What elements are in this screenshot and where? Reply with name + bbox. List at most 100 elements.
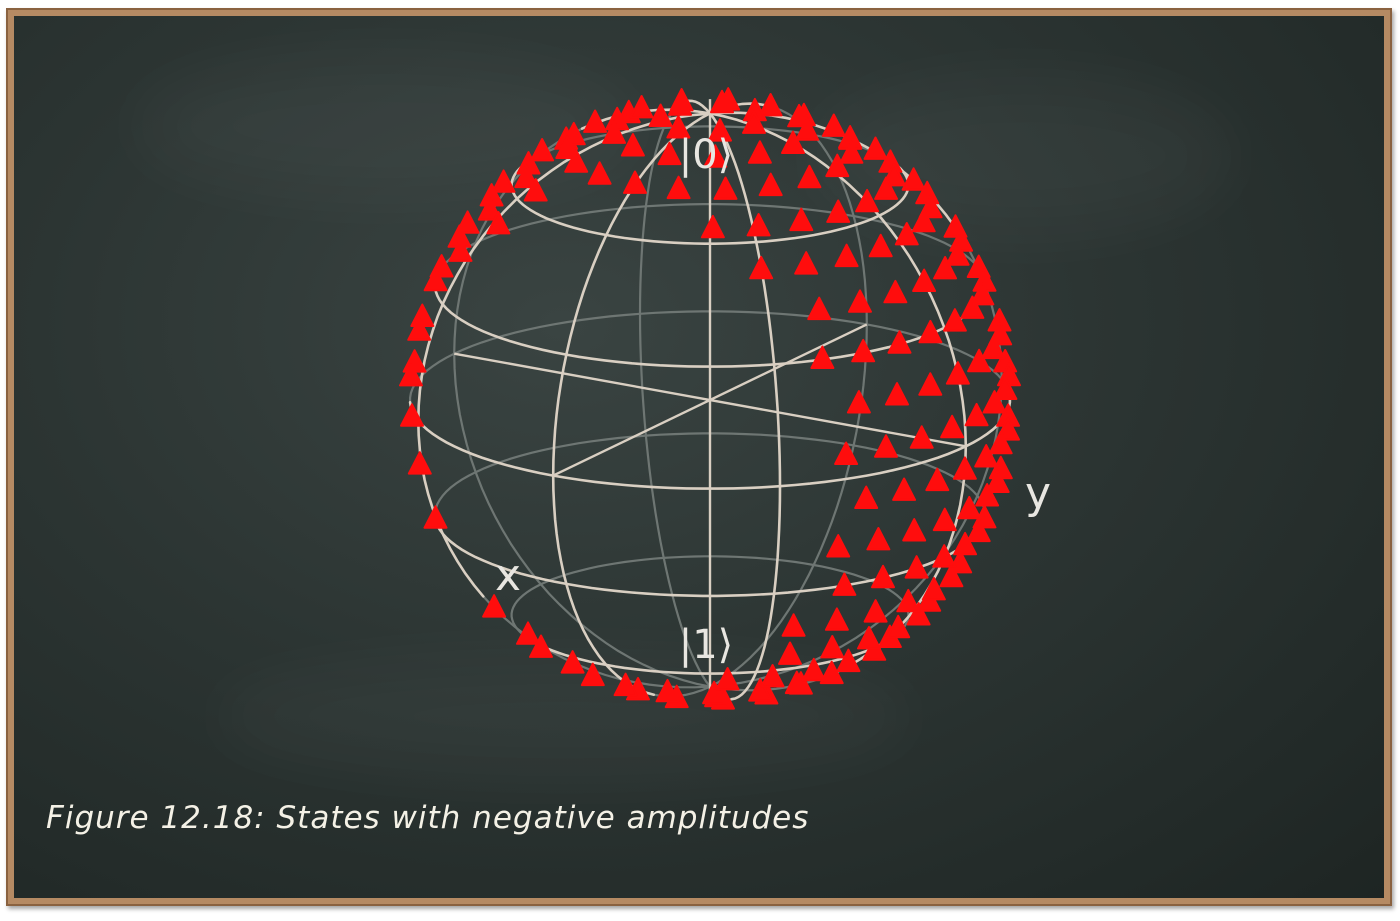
state-marker xyxy=(760,664,785,688)
state-marker xyxy=(866,527,891,551)
state-marker xyxy=(848,289,872,313)
state-marker xyxy=(797,164,822,189)
state-marker xyxy=(925,467,950,492)
state-marker xyxy=(874,176,899,200)
state-marker xyxy=(781,613,806,637)
state-marker xyxy=(912,268,937,292)
state-marker xyxy=(423,267,448,292)
state-marker xyxy=(555,135,580,159)
latitude-line xyxy=(510,164,881,245)
state-marker xyxy=(896,588,921,613)
state-marker xyxy=(960,295,985,319)
state-marker xyxy=(901,167,926,191)
longitude-line xyxy=(708,112,782,701)
state-marker xyxy=(710,89,734,114)
state-marker xyxy=(982,390,1007,414)
state-marker xyxy=(821,113,846,137)
state-marker xyxy=(921,577,946,601)
state-marker xyxy=(758,172,783,197)
state-marker xyxy=(820,635,845,659)
latitude-line xyxy=(408,401,968,490)
state-marker xyxy=(781,130,805,154)
state-marker xyxy=(952,456,977,480)
state-marker xyxy=(648,103,673,127)
state-marker xyxy=(623,170,647,194)
state-marker xyxy=(832,572,857,596)
state-marker xyxy=(700,214,725,239)
state-marker xyxy=(742,110,766,134)
state-marker xyxy=(787,103,812,128)
state-marker xyxy=(666,175,691,200)
state-marker xyxy=(789,207,814,232)
state-marker xyxy=(957,495,982,520)
state-marker xyxy=(523,178,548,202)
latitude-line xyxy=(510,555,910,636)
state-marker xyxy=(655,678,680,703)
state-marker xyxy=(801,657,826,682)
state-marker xyxy=(423,505,448,529)
state-marker xyxy=(874,434,898,458)
state-marker xyxy=(702,680,727,705)
state-marker xyxy=(882,163,907,187)
state-marker xyxy=(529,634,553,658)
state-marker xyxy=(851,338,876,363)
label-y-axis: y xyxy=(1025,468,1051,519)
state-marker xyxy=(886,614,911,639)
state-marker xyxy=(974,444,999,468)
state-marker xyxy=(940,414,965,439)
state-marker xyxy=(482,594,507,618)
state-marker xyxy=(826,534,851,558)
state-marker xyxy=(747,140,772,164)
state-marker xyxy=(894,222,919,246)
state-marker xyxy=(400,403,424,427)
state-marker xyxy=(892,477,917,501)
state-marker xyxy=(746,213,771,237)
state-marker xyxy=(863,599,888,623)
state-marker xyxy=(564,149,589,173)
state-marker xyxy=(988,430,1013,455)
state-marker xyxy=(713,176,738,200)
state-marker xyxy=(795,117,820,141)
longitude-line xyxy=(683,99,712,115)
state-marker xyxy=(407,451,432,475)
state-markers xyxy=(399,87,1021,710)
state-marker xyxy=(825,153,850,178)
label-x-axis: x xyxy=(495,550,521,601)
state-marker xyxy=(868,233,893,258)
state-marker xyxy=(887,330,912,354)
state-marker xyxy=(945,242,970,266)
state-marker xyxy=(932,544,957,568)
state-marker xyxy=(855,188,880,213)
state-marker xyxy=(580,662,605,687)
state-marker xyxy=(885,382,909,406)
state-marker xyxy=(455,210,480,234)
longitude-line xyxy=(551,112,712,696)
state-marker xyxy=(668,92,692,116)
state-marker xyxy=(530,138,555,162)
state-marker xyxy=(846,390,871,414)
state-marker xyxy=(993,376,1018,400)
state-marker xyxy=(402,349,427,373)
label-ket-one: |1⟩ xyxy=(679,622,734,668)
state-marker xyxy=(975,483,1000,507)
state-marker xyxy=(883,279,908,304)
state-marker xyxy=(854,485,879,509)
state-marker xyxy=(486,211,511,235)
state-marker xyxy=(794,251,819,275)
state-marker xyxy=(560,650,585,674)
state-marker xyxy=(918,372,943,396)
state-marker xyxy=(758,93,783,117)
longitude-line xyxy=(638,100,733,701)
state-marker xyxy=(715,667,740,691)
state-marker xyxy=(824,607,849,631)
chalkboard xyxy=(14,16,1384,898)
state-marker xyxy=(906,602,931,626)
state-marker xyxy=(407,317,432,341)
state-marker xyxy=(932,507,957,532)
state-marker xyxy=(448,238,473,262)
state-marker xyxy=(839,140,864,164)
state-marker xyxy=(871,564,895,589)
state-marker xyxy=(788,671,813,695)
state-marker xyxy=(491,169,516,193)
